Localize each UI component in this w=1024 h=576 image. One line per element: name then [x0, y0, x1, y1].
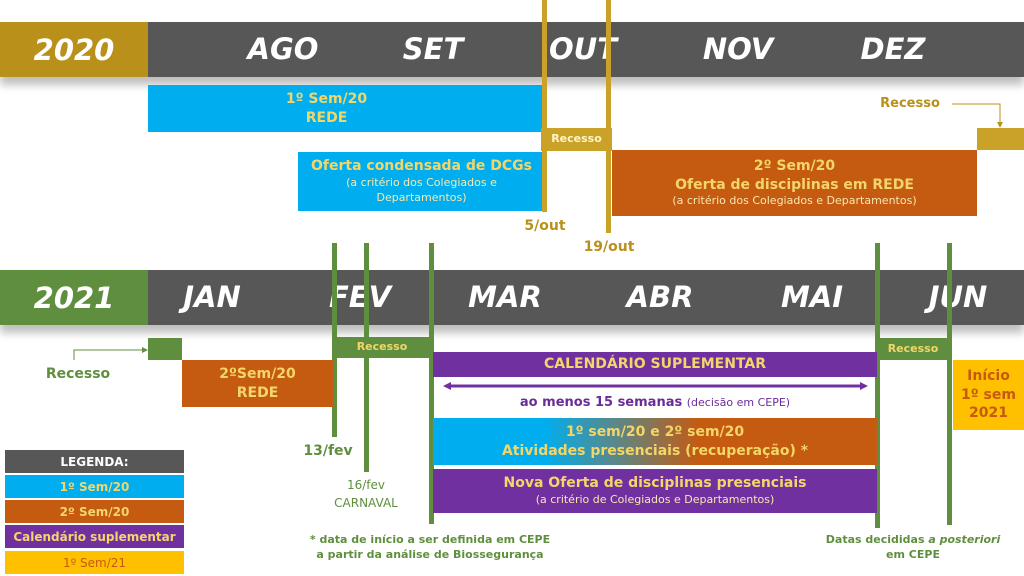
month-dez: DEZ	[860, 32, 926, 66]
timeline-2020: 2020 AGO SET OUT NOV DEZ	[0, 22, 1024, 77]
month-jun: JUN	[928, 280, 988, 314]
date-16fev: 16/fev	[346, 478, 386, 492]
block-title: Oferta condensada de DCGs	[310, 158, 532, 175]
legend-item-calendario: Calendário suplementar	[5, 525, 184, 548]
month-ago: AGO	[247, 32, 319, 66]
legend-item-sem1-21: 1º Sem/21	[5, 551, 184, 574]
marker-5out	[542, 0, 547, 212]
month-bar-2021	[148, 270, 1024, 325]
marker-jun	[947, 243, 952, 525]
inicio-1sem-2021-block: Início 1º sem 2021	[953, 360, 1024, 430]
datas-note-line2: em CEPE	[886, 548, 940, 561]
recesso-dez-block	[977, 128, 1024, 150]
arrow-icon	[73, 347, 148, 360]
month-bar-2020	[148, 22, 1024, 77]
month-nov: NOV	[702, 32, 774, 66]
year-label-2020: 2020	[0, 22, 148, 77]
footnote-line1: * data de início a ser definida em CEPE	[309, 533, 551, 546]
block-note: Departamentos)	[376, 190, 467, 204]
block-title: 2º Sem/20	[753, 157, 836, 174]
sem2-2020-block: 2º Sem/20 Oferta de disciplinas em REDE …	[612, 150, 977, 216]
timeline-2021: 2021 JAN FEV MAR ABR MAI JUN	[0, 270, 1024, 325]
month-set: SET	[402, 32, 464, 66]
nova-oferta-block: Nova Oferta de disciplinas presenciais (…	[433, 469, 877, 513]
block-title: Nova Oferta de disciplinas presenciais	[503, 475, 807, 492]
date-13fev: 13/fev	[303, 443, 353, 459]
block-subtitle: Oferta de disciplinas em REDE	[675, 176, 914, 193]
datas-italic: a posteriori	[928, 533, 1001, 546]
recesso-jan-label: Recesso	[45, 366, 111, 382]
block-line: 2021	[969, 405, 1008, 422]
month-out: OUT	[549, 32, 617, 66]
recesso-dez-label: Recesso	[880, 96, 940, 111]
date-19out: 19/out	[583, 239, 635, 255]
legend-item-sem2-20: 2º Sem/20	[5, 500, 184, 523]
legend-item-sem1-20: 1º Sem/20	[5, 475, 184, 498]
arrow-icon	[952, 103, 1003, 128]
block-title: 1º sem/20 e 2º sem/20	[565, 423, 745, 440]
block-subtitle: Atividades presenciais (recuperação) *	[501, 442, 809, 459]
double-arrow-icon	[443, 382, 868, 390]
dcg-offer-block: Oferta condensada de DCGs (a critério do…	[298, 152, 545, 211]
block-line: 1º sem	[961, 386, 1016, 403]
block-note: (a critério dos Colegiados e Departament…	[672, 194, 917, 208]
sem2-2021-rede-block: 2ºSem/20 REDE	[182, 360, 333, 407]
weeks-text: ao menos 15 semanas	[519, 395, 683, 410]
marker-19out	[606, 0, 611, 233]
duration-note: ao menos 15 semanas (decisão em CEPE)	[520, 395, 790, 410]
legend-title: LEGENDA:	[5, 450, 184, 473]
datas-note-line1: Datas decididas a posteriori	[826, 533, 1000, 546]
month-mai: MAI	[780, 280, 844, 314]
recesso-fev-block: Recesso	[333, 337, 431, 358]
month-abr: ABR	[626, 280, 694, 314]
block-subtitle: REDE	[236, 384, 279, 401]
month-mar: MAR	[468, 280, 542, 314]
block-line: Início	[967, 367, 1010, 384]
recesso-out-block: Recesso	[541, 128, 612, 151]
datas-text: Datas decididas	[825, 533, 929, 546]
atividades-presenciais-block: 1º sem/20 e 2º sem/20 Atividades presenc…	[433, 418, 877, 465]
footnote-line2: a partir da análise de Biossegurança	[316, 548, 544, 561]
month-jan: JAN	[183, 280, 241, 314]
block-note: (a critério de Colegiados e Departamento…	[535, 493, 775, 507]
block-note: (a critério dos Colegiados e	[346, 176, 497, 190]
weeks-note: (decisão em CEPE)	[686, 396, 791, 409]
recesso-mai-block: Recesso	[877, 338, 949, 360]
date-5out: 5/out	[524, 218, 566, 234]
marker-mai-end	[875, 243, 880, 528]
marker-mar-start	[429, 243, 434, 524]
carnaval-label: CARNAVAL	[334, 496, 398, 510]
block-subtitle: REDE	[305, 109, 348, 126]
year-label-2021: 2021	[0, 270, 148, 325]
month-fev: FEV	[328, 280, 392, 314]
recesso-jan-block	[148, 338, 182, 360]
sem1-2020-rede-block: 1º Sem/20 REDE	[148, 85, 545, 132]
calendario-suplementar-block: CALENDÁRIO SUPLEMENTAR	[433, 352, 877, 377]
block-title: 2ºSem/20	[219, 365, 296, 382]
block-title: 1º Sem/20	[285, 90, 368, 107]
